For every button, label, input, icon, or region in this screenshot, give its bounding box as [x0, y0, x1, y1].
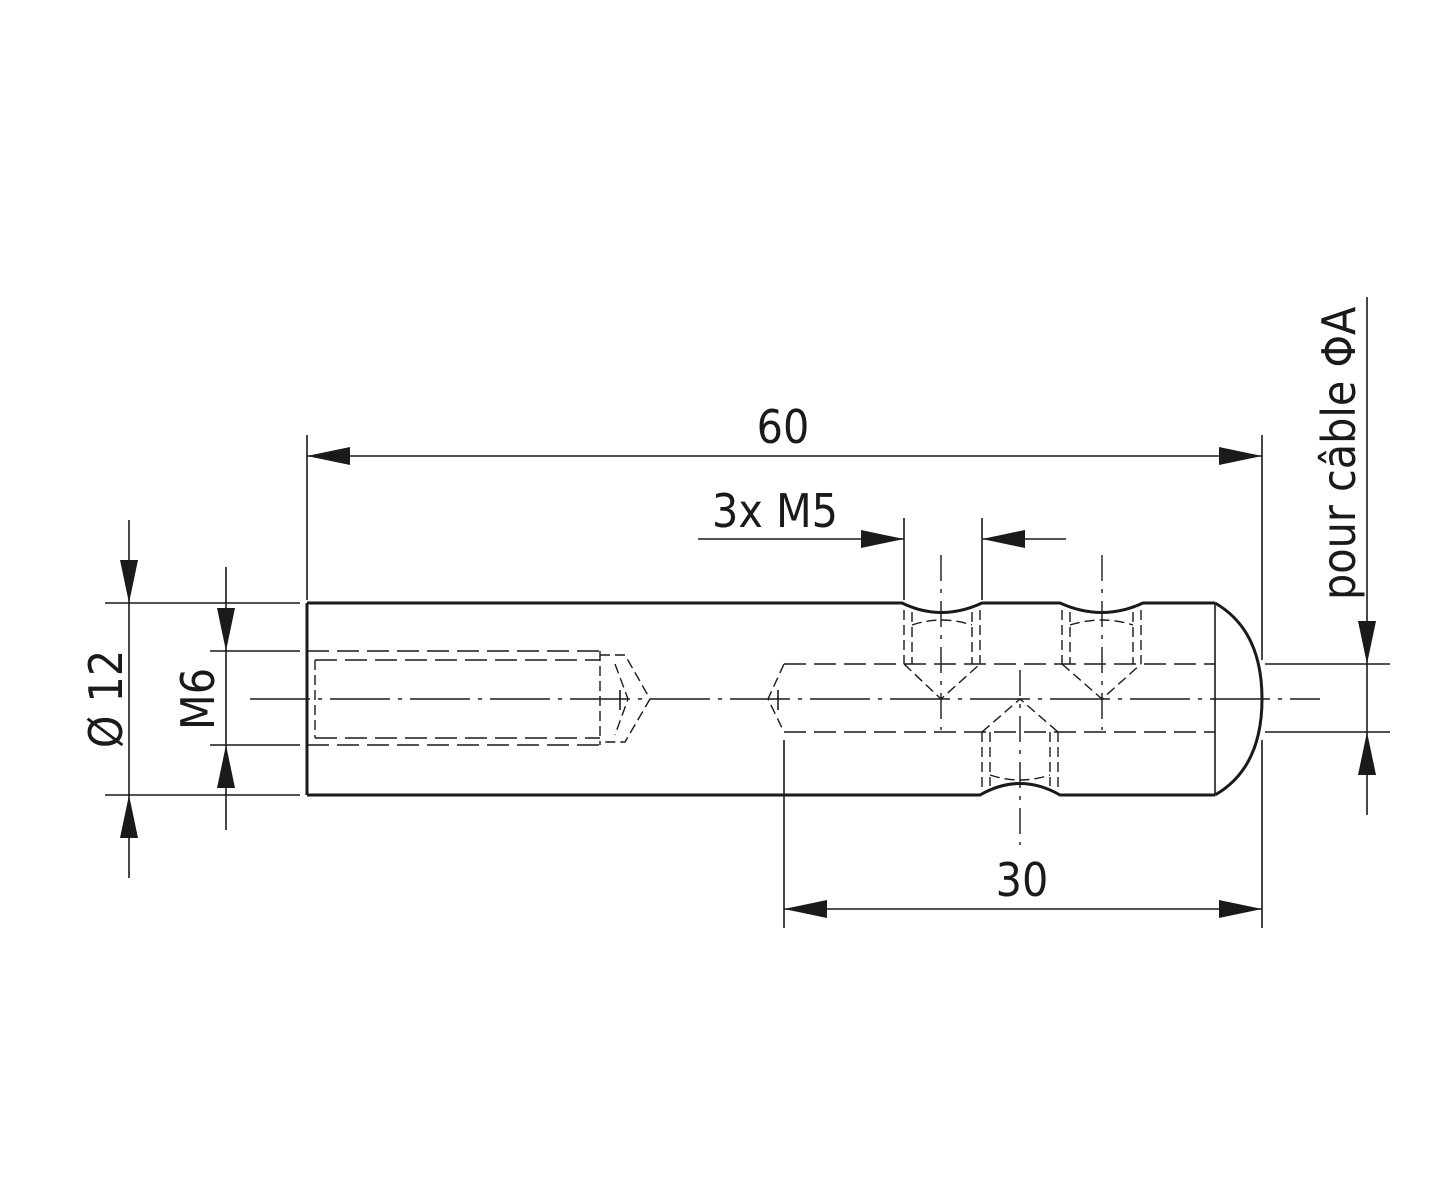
dim-diameter: Ø 12 — [79, 650, 133, 748]
dim-thread-end: M6 — [171, 668, 225, 730]
dimension-m6 — [210, 567, 300, 830]
dimension-diameter — [105, 520, 300, 878]
dimension-m5 — [698, 518, 1066, 600]
dimension-cable — [1265, 297, 1390, 815]
dim-thread-cross: 3x M5 — [712, 484, 838, 538]
note-cable: pour câble ΦA — [1312, 307, 1366, 600]
cable-bore — [767, 663, 1215, 733]
dim-length-partial: 30 — [996, 853, 1049, 907]
dimension-60 — [306, 435, 1263, 660]
m5-cross-holes — [903, 555, 1142, 845]
dim-length-total: 60 — [757, 400, 810, 454]
dimension-30 — [783, 740, 1263, 928]
m6-tapped-hole — [307, 650, 651, 746]
